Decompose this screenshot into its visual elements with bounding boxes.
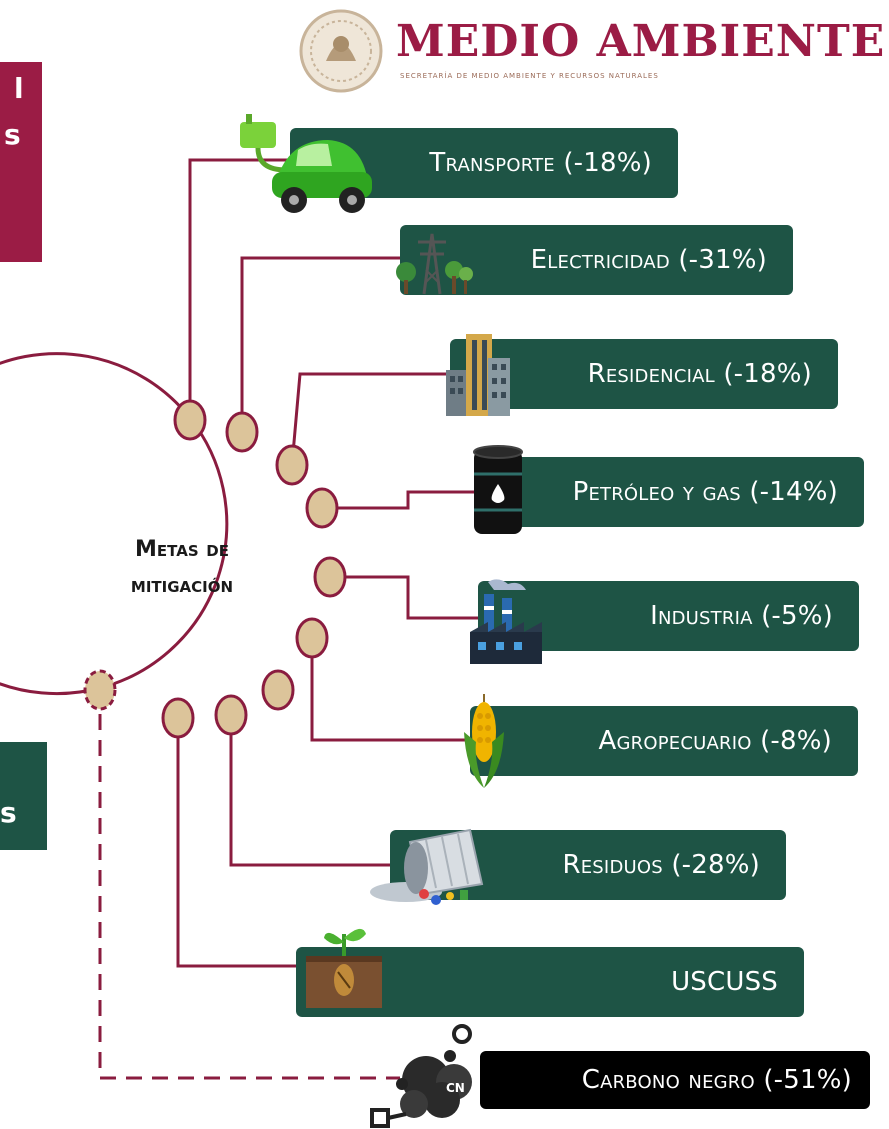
black-carbon-smoke-icon: CN: [370, 1024, 472, 1128]
sector-label-carbono-negro: Carbono negro (-51%): [581, 1065, 852, 1095]
side-tab-bottom-fragment: s: [0, 796, 17, 829]
factory-icon: [470, 579, 542, 664]
carbon-badge-text: CN: [446, 1081, 465, 1095]
side-tab-top-fragment-1: l: [14, 72, 24, 105]
node-residencial: [275, 444, 309, 486]
brand-header: MEDIO AMBIENTE SECRETARÍA DE MEDIO AMBIE…: [292, 4, 888, 96]
sector-label-industria: Industria (-5%): [650, 601, 833, 631]
sector-label-electricidad: Electricidad (-31%): [530, 245, 767, 275]
node-carbono-negro: [83, 669, 117, 711]
national-seal-icon: [299, 9, 383, 93]
corn-icon: [464, 694, 504, 788]
waste-bin-icon: [370, 828, 484, 905]
node-industria: [313, 556, 347, 598]
sector-box-industria: Industria (-5%): [478, 581, 859, 651]
brand-title: MEDIO AMBIENTE: [396, 16, 886, 67]
electric-car-icon: [240, 114, 372, 213]
connector-carbono-negro: [98, 688, 400, 1080]
sector-label-residuos: Residuos (-28%): [562, 850, 760, 880]
node-uscuss-b: [161, 697, 195, 739]
side-tab-top-fragment-2: s: [4, 118, 21, 151]
sector-box-agropecuario: Agropecuario (-8%): [470, 706, 858, 776]
node-electricidad: [225, 411, 259, 453]
sector-box-carbono-negro: Carbono negro (-51%): [480, 1051, 870, 1109]
center-label-line2: mitigación: [130, 573, 234, 598]
sector-box-residencial: Residencial (-18%): [450, 339, 838, 409]
connector-agropecuario: [310, 638, 470, 742]
connector-electricidad: [240, 256, 400, 430]
node-agropecuario: [295, 617, 329, 659]
node-uscuss-a: [214, 694, 248, 736]
brand-subtitle: SECRETARÍA DE MEDIO AMBIENTE Y RECURSOS …: [400, 72, 659, 80]
center-label: Metas de mitigación: [82, 532, 282, 604]
sector-box-petroleo: Petróleo y gas (-14%): [478, 457, 864, 527]
sector-label-transporte: Transporte (-18%): [429, 148, 652, 178]
hub-circle-arc: [0, 352, 192, 696]
connector-transporte: [188, 158, 290, 418]
sector-label-uscuss: USCUSS: [671, 967, 778, 997]
sector-label-petroleo: Petróleo y gas (-14%): [572, 477, 838, 507]
seedling-icon: [306, 928, 382, 1008]
connector-industria: [330, 575, 478, 620]
connector-residuos: [229, 715, 390, 867]
sector-label-residencial: Residencial (-18%): [587, 359, 812, 389]
connector-petroleo: [322, 490, 478, 510]
connector-uscuss: [176, 718, 310, 968]
side-tab-bottom: s: [0, 742, 47, 850]
oil-barrel-icon: [473, 445, 523, 534]
side-tab-top: l s: [0, 62, 42, 262]
power-tower-icon: [396, 233, 473, 295]
sector-label-agropecuario: Agropecuario (-8%): [598, 726, 832, 756]
buildings-icon: [446, 334, 510, 416]
center-label-line1: Metas de: [135, 537, 229, 562]
connector-residencial: [290, 372, 450, 466]
node-transporte: [173, 399, 207, 441]
node-petroleo: [305, 487, 339, 529]
node-residuos: [261, 669, 295, 711]
hub-circle-nodes-arc: [99, 417, 229, 690]
